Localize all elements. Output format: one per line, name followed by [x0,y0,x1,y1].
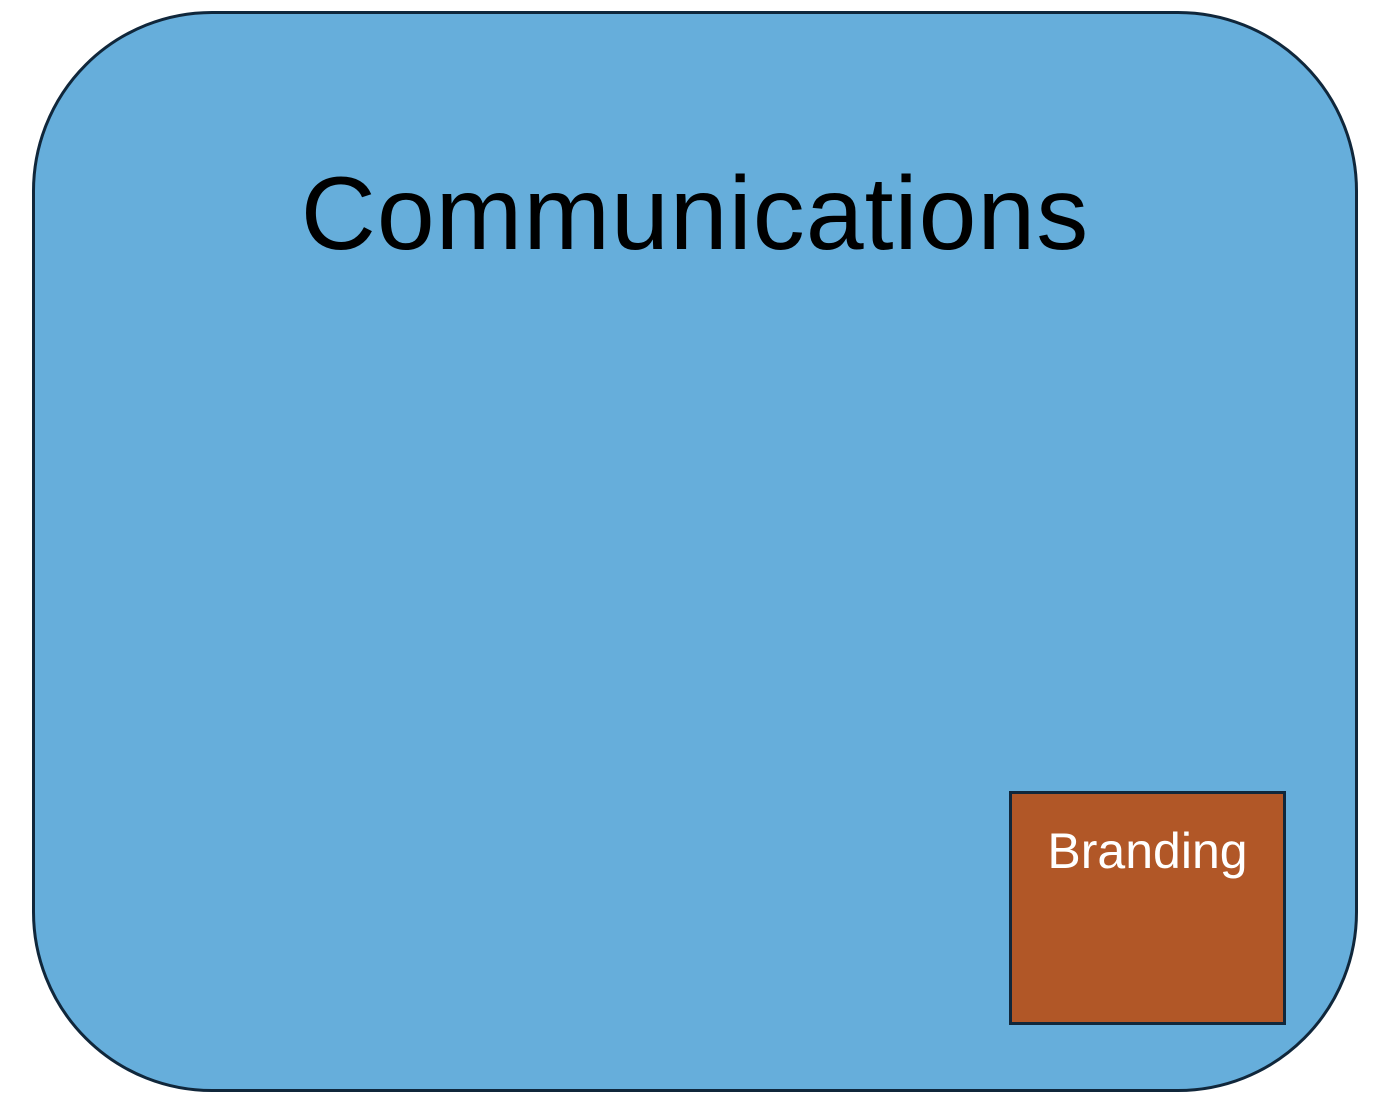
communications-box: Communications [32,11,1358,1092]
branding-label: Branding [1047,823,1248,879]
communications-label: Communications [300,156,1090,272]
branding-box: Branding [1009,791,1286,1025]
